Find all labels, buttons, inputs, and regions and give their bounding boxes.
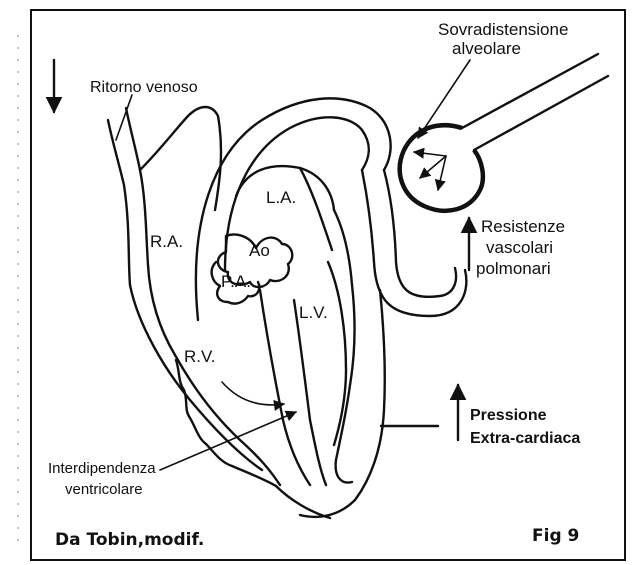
heart-outline: [108, 98, 466, 518]
source-caption: Da Tobin,modif.: [55, 530, 204, 550]
pulmonary-artery-label: P.A.: [221, 272, 251, 291]
interdependence-leader: [160, 412, 296, 470]
right-atrium-label: R.A.: [150, 232, 183, 251]
venous-return-leader: [116, 95, 132, 140]
right-ventricle-label: R.V.: [184, 347, 216, 366]
extracardiac-pressure-label-1: Pressione: [470, 407, 547, 424]
extracardiac-pressure-label-2: Extra-cardiaca: [470, 430, 580, 447]
aorta-label: Ao: [249, 241, 270, 260]
venous-return-label: Ritorno venoso: [90, 79, 198, 96]
rv-to-septum-arrow: [222, 382, 284, 405]
alveolar-overdistension-label-1: Sovradistensione: [438, 20, 568, 39]
left-atrium-label: L.A.: [266, 188, 296, 207]
alveolar-overdistension-label-2: alveolare: [452, 39, 521, 58]
figure-number: Fig 9: [532, 526, 579, 546]
alveolus: [400, 54, 608, 211]
pulmonary-resistance-label-2: vascolari: [486, 238, 553, 257]
interdependence-label-2: ventricolare: [65, 481, 143, 498]
pulmonary-resistance-label-3: polmonari: [476, 259, 551, 278]
left-ventricle-label: L.V.: [299, 303, 328, 322]
interdependence-label-1: Interdipendenza: [48, 460, 156, 477]
pulmonary-resistance-label-1: Resistenze: [481, 217, 565, 236]
